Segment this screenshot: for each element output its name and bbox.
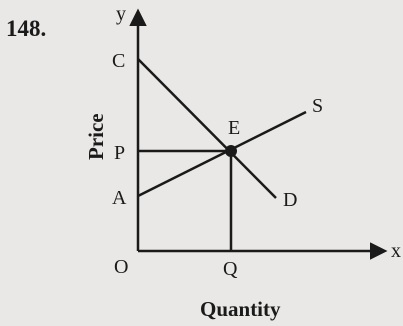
y-axis-title: Price	[84, 113, 108, 160]
x-axis-label: x	[391, 240, 401, 262]
y-axis-label: y	[116, 3, 126, 25]
supply-curve	[137, 110, 307, 198]
demand-curve-label: D	[283, 189, 297, 211]
x-axis-title: Quantity	[200, 297, 281, 321]
point-label-a: A	[112, 187, 127, 209]
point-label-q: Q	[223, 258, 238, 280]
supply-curve-label: S	[312, 95, 323, 117]
origin-label: O	[114, 256, 128, 278]
equilibrium-point	[225, 145, 237, 157]
demand-curve	[137, 58, 277, 199]
question-number: 148.	[6, 16, 46, 41]
point-label-c: C	[112, 50, 125, 72]
point-label-e: E	[228, 117, 240, 139]
point-label-p: P	[114, 142, 125, 164]
